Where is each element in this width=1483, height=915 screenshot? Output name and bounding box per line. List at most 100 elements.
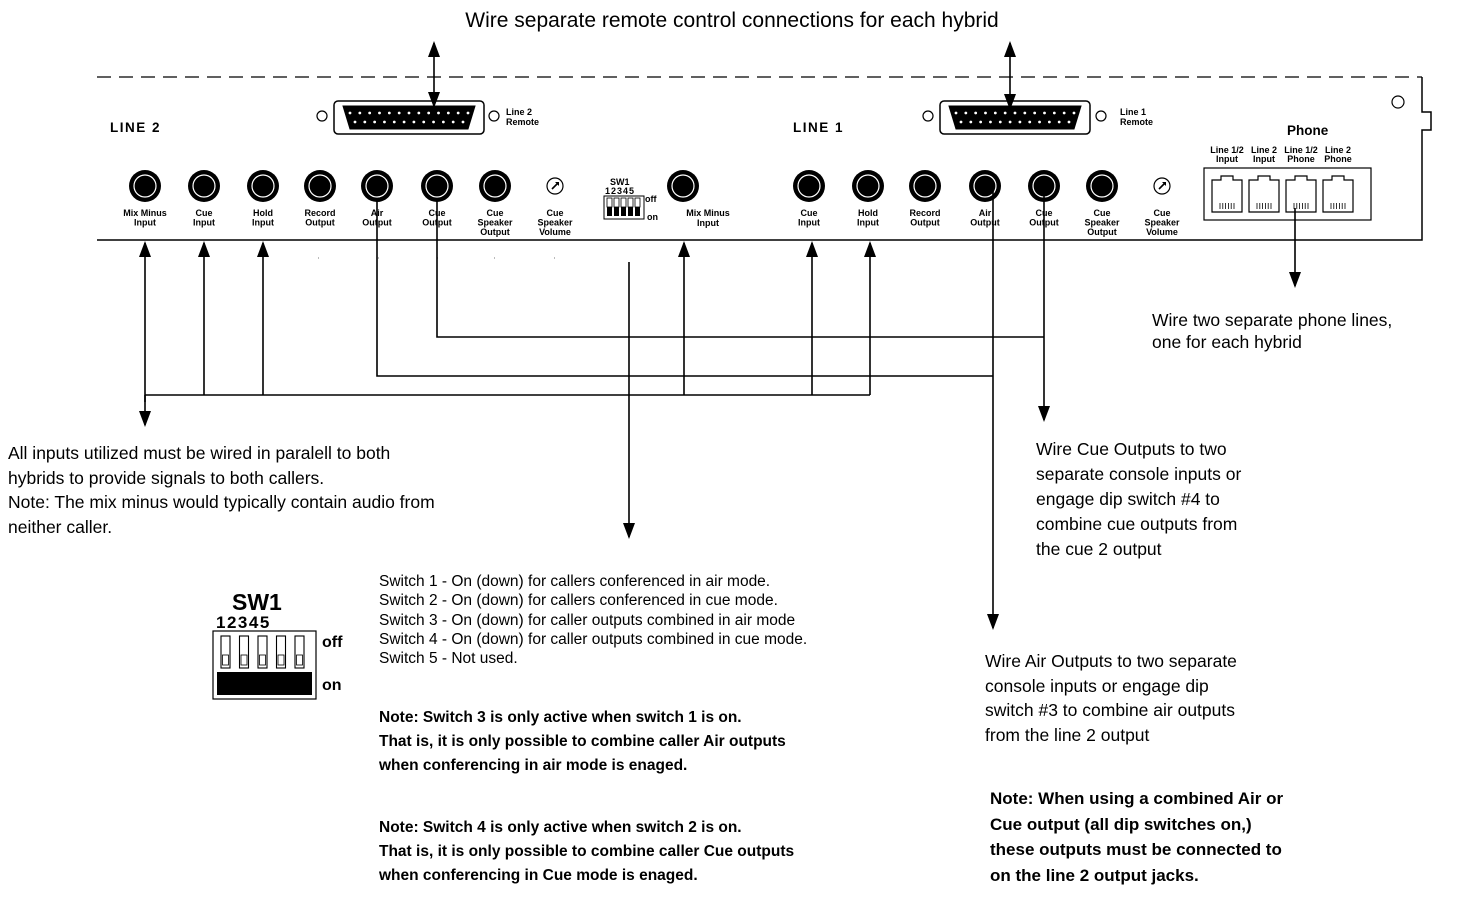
panel-sw1: SW1 12345 off on — [603, 177, 658, 222]
line1-remote-screw-right — [1095, 110, 1107, 122]
line2-jack-1-label-2: Input — [134, 218, 156, 228]
line1-jack-6-label-1: Cue — [1093, 208, 1110, 218]
line2-title: LINE 2 — [110, 120, 161, 135]
line2-jack-8-label-2: Speaker — [537, 218, 573, 228]
air-outputs-text-2: console inputs or engage dip — [985, 675, 1209, 696]
air-outputs-annotation: Wire Air Outputs to two separate console… — [985, 649, 1237, 747]
switch-legend-line-5: Switch 5 - Not used. — [379, 650, 518, 668]
sw1-legend-numbers: 12345 — [216, 613, 271, 632]
panel-sw1-toggle-5[interactable] — [634, 197, 641, 208]
air-outputs-text-4: from the line 2 output — [985, 724, 1150, 745]
combined-note-text-4: on the line 2 output jacks. — [990, 865, 1199, 885]
line1-jack-3-label-1: Record — [909, 208, 940, 218]
line2-jack-8-label-3: Volume — [539, 227, 571, 237]
center-mix-minus-label-1: Mix Minus — [686, 208, 730, 218]
panel-sw1-toggle-2[interactable] — [613, 197, 620, 208]
air-outputs-text-3: switch #3 to combine air outputs — [985, 700, 1235, 720]
line1-title: LINE 1 — [793, 120, 844, 135]
inputs-parallel-text-3: Note: The mix minus would typically cont… — [8, 492, 435, 512]
panel-sw1-body — [603, 195, 645, 220]
panel-sw1-toggle-3[interactable] — [620, 197, 627, 208]
line1-jack-7-label-2: Speaker — [1144, 218, 1180, 228]
phone-jack-2-label-1: Line 2 — [1251, 145, 1277, 155]
cue-outputs-text-2: separate console inputs or — [1036, 464, 1242, 484]
line1-jack-4-label-1: Air — [979, 208, 992, 218]
line1-jack-3-label-2: Output — [910, 218, 940, 228]
line2-jack-7-label-2: Speaker — [477, 218, 513, 228]
phone-jack-1-label-1: Line 1/2 — [1210, 145, 1244, 155]
line1-remote-db25-connector[interactable] — [948, 105, 1082, 130]
mount-hole — [1391, 95, 1405, 109]
line2-jack-8-label-1: Cue — [546, 208, 563, 218]
line2-jack-1-label-1: Mix Minus — [123, 208, 167, 218]
line1-jack-1-label-1: Cue — [800, 208, 817, 218]
line1-remote-label-1: Line 1 — [1120, 107, 1146, 117]
combined-note-text-1: Note: When using a combined Air or — [990, 789, 1284, 808]
phone-lines-annotation: Wire two separate phone lines, one for e… — [1152, 309, 1392, 353]
line2-jack-7-label-1: Cue — [486, 208, 503, 218]
line1-jack-2-label-2: Input — [857, 218, 879, 228]
line2-jack-3-label-2: Input — [252, 218, 274, 228]
sw1-legend-toggle-2 — [238, 635, 250, 669]
panel-sw1-toggle-1[interactable] — [606, 197, 613, 208]
panel-sw1-toggle-4[interactable] — [627, 197, 634, 208]
air-outputs-text-1: Wire Air Outputs to two separate — [985, 651, 1237, 671]
phone-title: Phone — [1287, 123, 1329, 138]
line1-remote-screw-left — [922, 110, 934, 122]
line1-jack-1-label-2: Input — [798, 218, 820, 228]
line1-remote-label-2: Remote — [1120, 117, 1153, 127]
switch-legend-line-3: Switch 3 - On (down) for caller outputs … — [379, 611, 796, 629]
sw1-legend-toggle-1 — [220, 635, 231, 669]
sw1-legend-graphic: SW1 12345 off on — [212, 589, 343, 700]
switch-note-2-line-2: That is, it is only possible to combine … — [379, 843, 795, 860]
phone-jack-2-label-2: Input — [1253, 154, 1275, 164]
line2-remote-label-2: Remote — [506, 117, 539, 127]
sw1-legend-toggle-3 — [257, 635, 268, 669]
sw1-legend-toggle-5 — [294, 635, 305, 669]
sw1-legend-on: on — [322, 677, 342, 694]
switch-legend-list: Switch 1 - On (down) for callers confere… — [379, 572, 807, 668]
phone-jack-block — [1203, 167, 1372, 221]
phone-jack-3-label-2: Phone — [1287, 154, 1315, 164]
line2-jack-2-label-1: Cue — [195, 208, 212, 218]
switch-legend-line-2: Switch 2 - On (down) for callers confere… — [379, 592, 778, 610]
switch-note-1-line-1: Note: Switch 3 is only active when switc… — [379, 709, 742, 726]
center-mix-minus-jack[interactable]: Mix Minus Input — [667, 170, 730, 228]
line2-jack-7-label-3: Output — [480, 227, 510, 237]
rear-panel — [97, 76, 1432, 241]
panel-sw1-off: off — [645, 194, 657, 204]
line2-remote-screw-right — [488, 110, 500, 122]
line2-remote-db25-connector[interactable] — [342, 105, 476, 130]
switch-legend-line-1: Switch 1 - On (down) for callers confere… — [379, 573, 771, 590]
line2-db25-shell — [333, 100, 485, 135]
line1-jack-6-label-2: Speaker — [1084, 218, 1120, 228]
phone-jack-4-label-2: Phone — [1324, 154, 1352, 164]
line2-jack-4-label-1: Record — [304, 208, 335, 218]
panel-sw1-on: on — [647, 212, 658, 222]
cue-outputs-annotation: Wire Cue Outputs to two separate console… — [1036, 437, 1241, 562]
combined-note-text-2: Cue output (all dip switches on,) — [990, 814, 1252, 834]
panel-sw1-numbers: 12345 — [605, 186, 635, 196]
cue-outputs-text-3: engage dip switch #4 to — [1036, 489, 1220, 509]
cue-outputs-text-1: Wire Cue Outputs to two — [1036, 439, 1227, 459]
switch-note-1: Note: Switch 3 is only active when switc… — [379, 706, 786, 778]
panel-sw1-title: SW1 — [610, 177, 630, 187]
